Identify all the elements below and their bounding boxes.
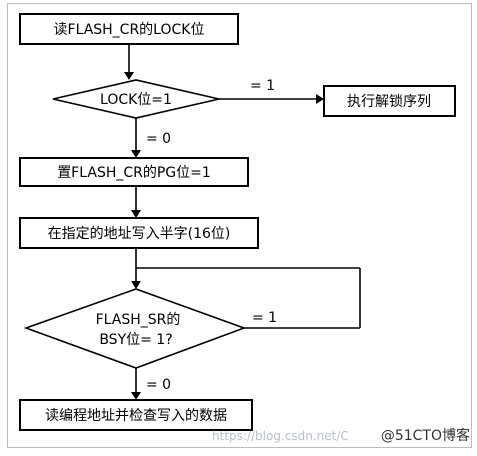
figure-frame (7, 3, 472, 448)
arrowhead-to-unlock (316, 94, 324, 104)
step-write-halfword-label: 在指定的地址写入半字(16位) (48, 226, 231, 242)
arrowhead-to-bsy-decision (131, 281, 141, 289)
step-set-pg-label: 置FLASH_CR的PG位=1 (57, 165, 211, 181)
decision-lock-label: LOCK位=1 (100, 92, 172, 108)
arrowhead-to-lock-decision (124, 72, 134, 80)
decision-bsy-label-line2: BSY位= 1? (99, 332, 172, 348)
arrowhead-to-set-pg (131, 150, 141, 158)
step-set-pg-box (19, 157, 249, 187)
watermark-url: https://blog.csdn.net/C (212, 429, 349, 443)
step-write-halfword-box (19, 217, 259, 249)
branch-bsy-yes-label: = 1 (252, 310, 277, 326)
arrowhead-to-write (131, 210, 141, 218)
step-verify-box (19, 399, 253, 431)
decision-bsy-label-line1: FLASH_SR的 (96, 312, 181, 328)
step-read-lock-label: 读FLASH_CR的LOCK位 (54, 21, 205, 38)
arrowhead-to-verify (131, 392, 141, 400)
step-verify-label: 读编程地址并检查写入的数据 (45, 407, 227, 424)
action-unlock-box (323, 85, 456, 117)
branch-lock-yes-label: = 1 (250, 78, 275, 94)
action-unlock-label: 执行解锁序列 (347, 94, 431, 110)
watermark-site: @51CTO博客 (381, 427, 470, 444)
branch-lock-no-label: = 0 (146, 131, 171, 147)
decision-bsy-diamond (23, 288, 247, 369)
branch-bsy-no-label: = 0 (146, 377, 171, 393)
